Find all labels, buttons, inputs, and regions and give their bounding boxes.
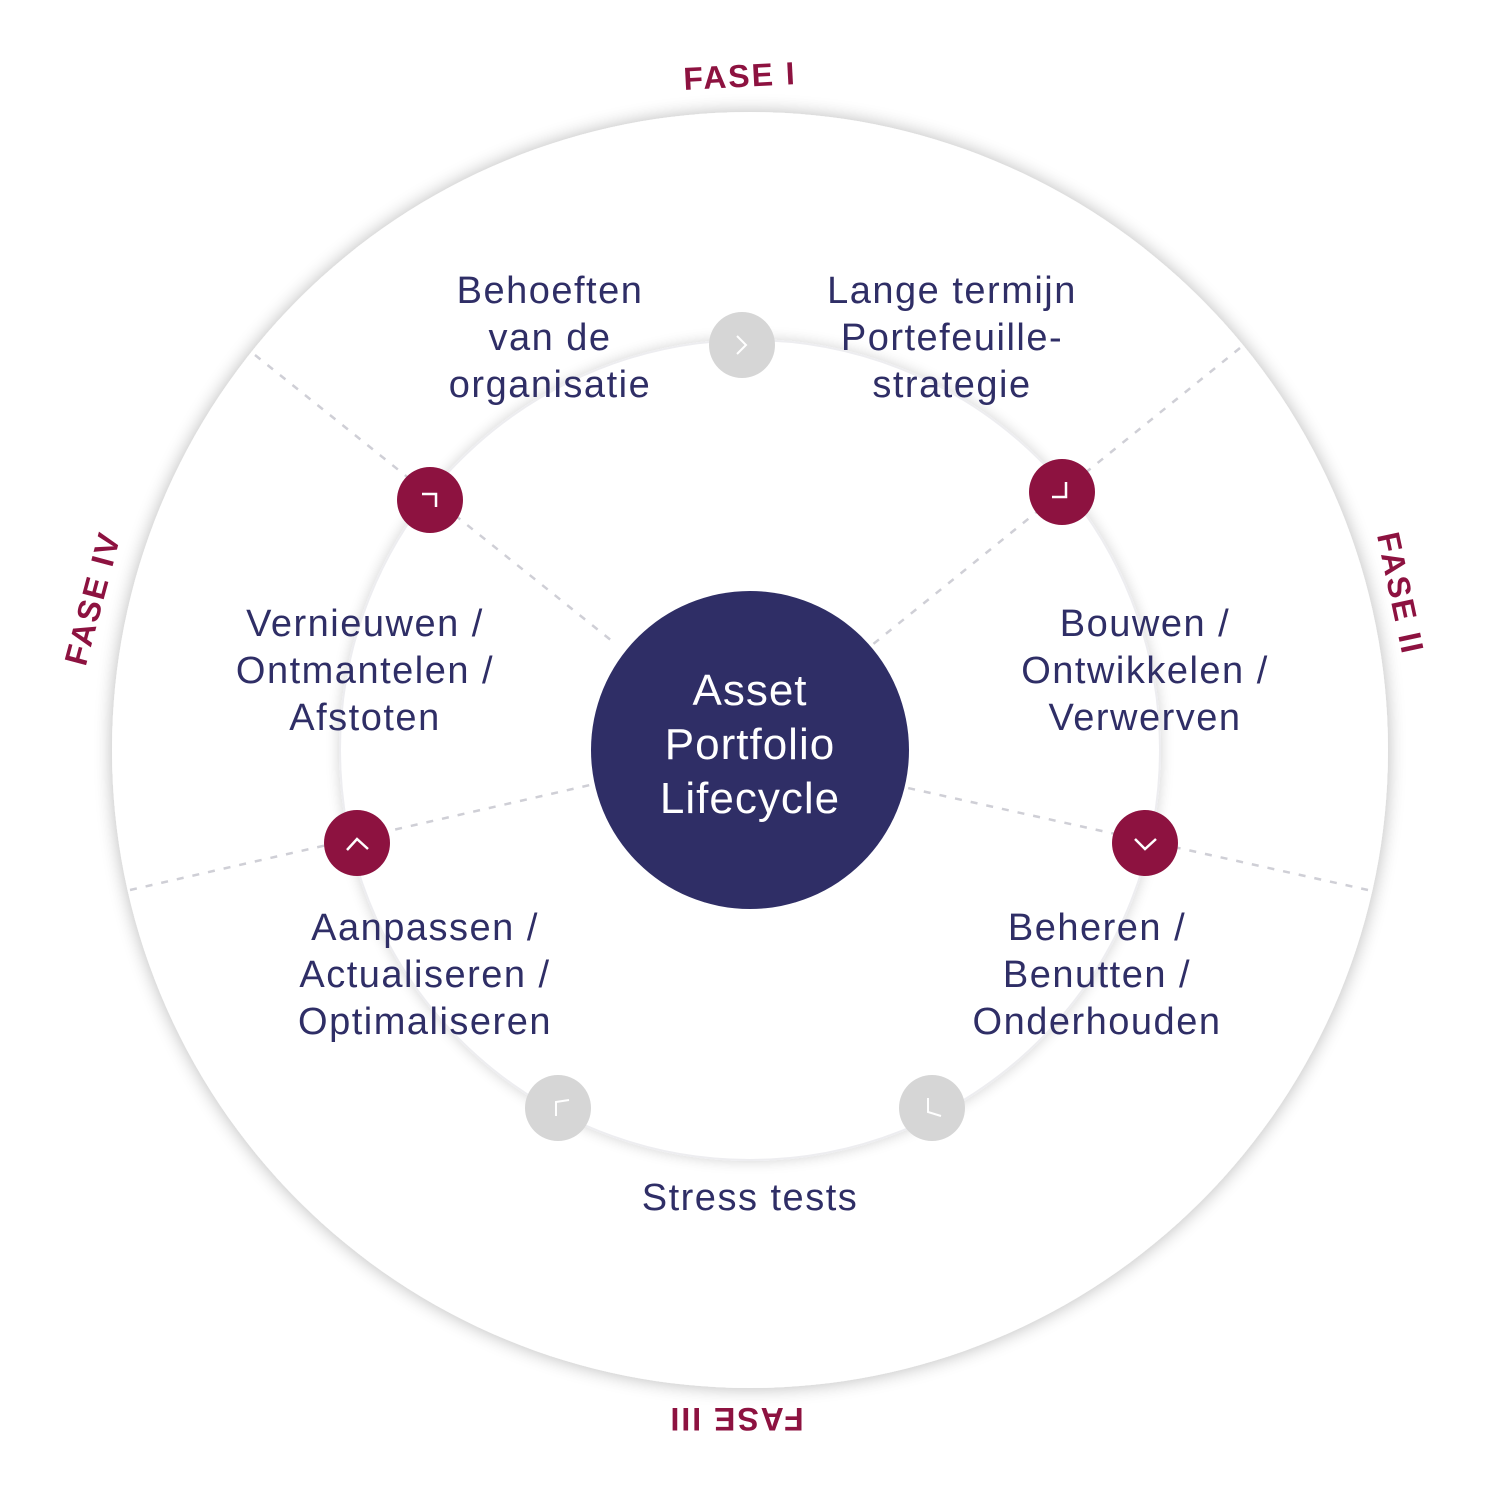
marker-left-circle — [324, 810, 390, 876]
marker-top-circle — [709, 312, 775, 378]
marker-lower-right-circle — [899, 1075, 965, 1141]
marker-upper-left-circle — [397, 467, 463, 533]
marker-top[interactable] — [709, 312, 775, 378]
marker-right-circle — [1112, 810, 1178, 876]
stage-bouwen: Bouwen / Ontwikkelen / Verwerven — [1021, 603, 1269, 739]
phase-label-fase-3: FASE III — [668, 1401, 804, 1437]
chevron-right-icon — [736, 335, 748, 355]
stage-lange-termijn: Lange termijn Portefeuille- strategie — [827, 270, 1077, 406]
marker-upper-right[interactable] — [1029, 459, 1095, 525]
center-title: Asset Portfolio Lifecycle — [659, 666, 841, 823]
divider-lines — [129, 347, 1369, 892]
marker-lower-right[interactable] — [899, 1075, 965, 1141]
divider-upper-left — [254, 354, 618, 646]
marker-left[interactable] — [324, 810, 390, 876]
marker-upper-left[interactable] — [397, 467, 463, 533]
corner-arrow-icon — [422, 492, 438, 507]
stage-behoeften: Behoeften van de organisatie — [448, 270, 652, 406]
corner-arrow-icon — [1052, 482, 1068, 499]
stage-vernieuwen: Vernieuwen / Ontmantelen / Afstoten — [235, 603, 495, 739]
corner-arrow-icon — [555, 1099, 570, 1116]
center-circle — [591, 591, 909, 909]
marker-lower-left[interactable] — [525, 1075, 591, 1141]
stage-stress-tests: Stress tests — [641, 1177, 859, 1219]
marker-lower-left-circle — [525, 1075, 591, 1141]
marker-upper-right-circle — [1029, 459, 1095, 525]
corner-arrow-icon — [927, 1098, 942, 1117]
chevron-down-icon — [1134, 838, 1157, 851]
chevron-up-icon — [346, 837, 369, 851]
stage-aanpassen: Aanpassen / Actualiseren / Optimaliseren — [298, 907, 552, 1043]
stage-beheren: Beheren / Benutten / Onderhouden — [972, 907, 1222, 1043]
marker-right[interactable] — [1112, 810, 1178, 876]
